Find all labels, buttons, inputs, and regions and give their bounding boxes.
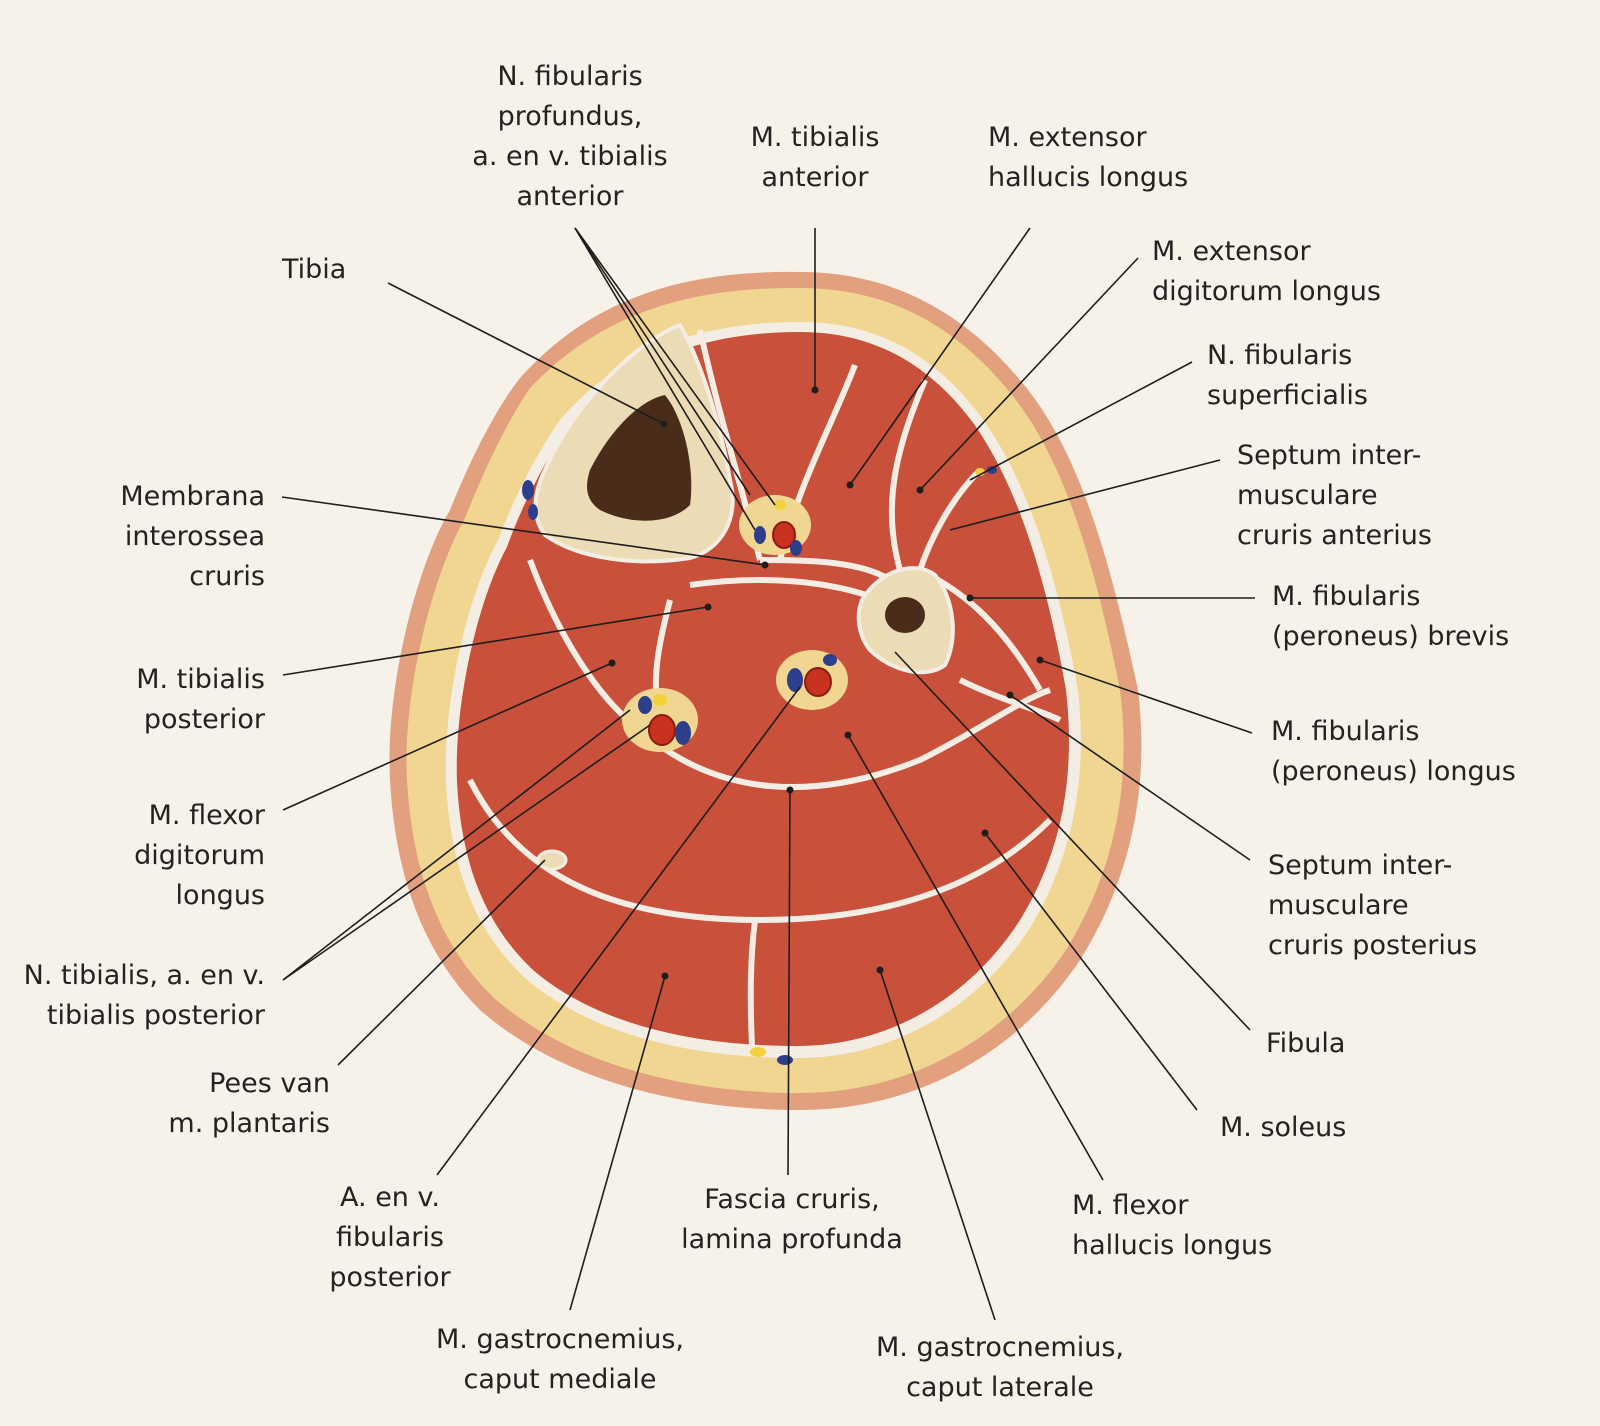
label-line: a. en v. tibialis	[472, 141, 668, 172]
plantaris-tendon	[536, 849, 568, 871]
label-line: anterior	[516, 181, 624, 212]
label-line: cruris anterius	[1237, 520, 1432, 551]
small-vein	[987, 466, 997, 474]
label-line: digitorum	[134, 840, 265, 871]
label-septum-intermusculare-posterius: Septum inter- musculare cruris posterius	[1268, 846, 1477, 966]
label-m-fibularis-longus: M. fibularis (peroneus) longus	[1271, 712, 1516, 792]
small-nerve	[750, 1047, 766, 1057]
label-membrana-interossea-cruris: Membrana interossea cruris	[40, 477, 265, 597]
label-septum-intermusculare-anterius: Septum inter- musculare cruris anterius	[1237, 436, 1432, 556]
label-line: M. flexor	[1072, 1190, 1189, 1221]
label-line: superficialis	[1207, 380, 1368, 411]
label-m-flexor-digitorum-longus: M. flexor digitorum longus	[40, 796, 265, 916]
label-line: caput laterale	[906, 1372, 1094, 1403]
label-line: M. soleus	[1220, 1112, 1347, 1143]
label-line: m. plantaris	[168, 1108, 330, 1139]
label-n-fibularis-profundus: N. fibularis profundus, a. en v. tibiali…	[420, 57, 720, 217]
label-fascia-cruris-lamina-profunda: Fascia cruris, lamina profunda	[662, 1180, 922, 1260]
label-line: tibialis posterior	[46, 1000, 265, 1031]
label-line: N. tibialis, a. en v.	[23, 960, 265, 991]
label-line: M. gastrocnemius,	[876, 1332, 1124, 1363]
label-n-tibialis: N. tibialis, a. en v. tibialis posterior	[5, 956, 265, 1036]
label-line: M. flexor	[148, 800, 265, 831]
label-m-soleus: M. soleus	[1220, 1108, 1346, 1148]
label-line: musculare	[1237, 480, 1378, 511]
label-m-flexor-hallucis-longus: M. flexor hallucis longus	[1072, 1186, 1272, 1266]
fibular-bundle	[776, 650, 848, 710]
label-tibia: Tibia	[282, 250, 346, 290]
label-line: N. fibularis	[1207, 340, 1353, 371]
label-pees-van-m-plantaris: Pees van m. plantaris	[120, 1064, 330, 1144]
label-line: Pees van	[209, 1068, 330, 1099]
label-line: hallucis longus	[988, 162, 1189, 193]
label-m-tibialis-posterior: M. tibialis posterior	[40, 660, 265, 740]
label-m-fibularis-brevis: M. fibularis (peroneus) brevis	[1272, 577, 1509, 657]
label-line: Septum inter-	[1237, 440, 1422, 471]
label-line: longus	[175, 880, 265, 911]
label-line: anterior	[761, 162, 869, 193]
intermuscular-septa	[467, 329, 1062, 1047]
label-m-extensor-digitorum-longus: M. extensor digitorum longus	[1152, 232, 1381, 312]
label-line: M. extensor	[988, 122, 1147, 153]
label-line: Septum inter-	[1268, 850, 1453, 881]
label-line: M. tibialis	[136, 664, 265, 695]
label-line: cruris	[189, 561, 265, 592]
label-line: Membrana	[120, 481, 265, 512]
label-line: lamina profunda	[681, 1224, 903, 1255]
label-line: musculare	[1268, 890, 1409, 921]
label-line: digitorum longus	[1152, 276, 1381, 307]
label-line: caput mediale	[463, 1364, 657, 1395]
small-vein	[528, 504, 538, 520]
small-vein	[522, 480, 534, 500]
label-line: profundus,	[497, 101, 643, 132]
label-line: Tibia	[282, 254, 347, 285]
label-line: posterior	[143, 704, 265, 735]
label-m-gastrocnemius-caput-mediale: M. gastrocnemius, caput mediale	[420, 1320, 700, 1400]
anterior-tibial-bundle	[739, 495, 811, 556]
label-line: fibularis	[336, 1222, 444, 1253]
label-fibula: Fibula	[1266, 1024, 1345, 1064]
label-line: M. gastrocnemius,	[436, 1324, 684, 1355]
leader-dots	[608, 386, 1044, 980]
fibula-marrow	[885, 597, 925, 633]
small-vein	[777, 1055, 793, 1065]
label-line: M. extensor	[1152, 236, 1311, 267]
label-m-gastrocnemius-caput-laterale: M. gastrocnemius, caput laterale	[860, 1328, 1140, 1408]
label-line: posterior	[329, 1262, 451, 1293]
label-m-extensor-hallucis-longus: M. extensor hallucis longus	[988, 118, 1188, 198]
label-line: cruris posterius	[1268, 930, 1478, 961]
posterior-tibial-bundle	[622, 688, 698, 752]
label-line: N. fibularis	[497, 61, 643, 92]
label-line: hallucis longus	[1072, 1230, 1273, 1261]
label-line: M. fibularis	[1272, 581, 1421, 612]
label-n-fibularis-superficialis: N. fibularis superficialis	[1207, 336, 1368, 416]
label-line: Fascia cruris,	[704, 1184, 880, 1215]
label-line: A. en v.	[340, 1182, 440, 1213]
label-line: M. fibularis	[1271, 716, 1420, 747]
label-line: Fibula	[1266, 1028, 1346, 1059]
label-line: (peroneus) brevis	[1272, 621, 1510, 652]
leader-lines	[281, 227, 1255, 1321]
label-line: interossea	[124, 521, 265, 552]
label-line: M. tibialis	[750, 122, 880, 153]
label-a-en-v-fibularis-posterior: A. en v. fibularis posterior	[300, 1178, 480, 1298]
label-line: (peroneus) longus	[1271, 756, 1516, 787]
label-m-tibialis-anterior: M. tibialis anterior	[710, 118, 920, 198]
